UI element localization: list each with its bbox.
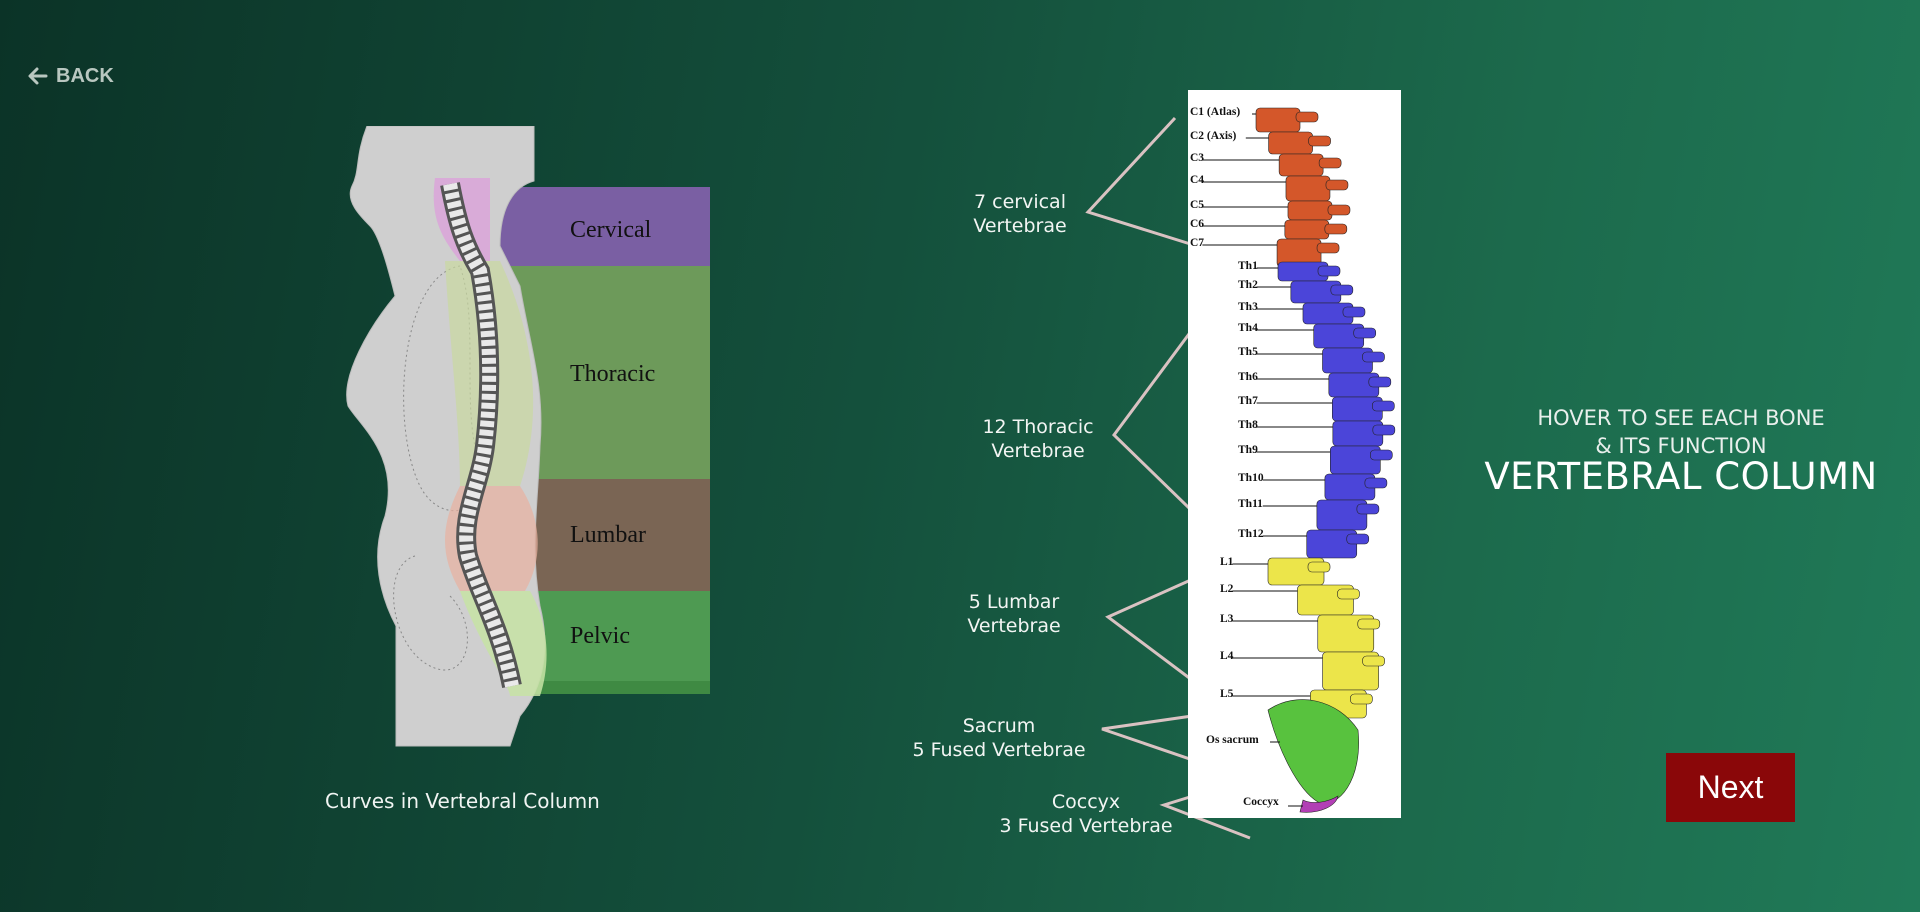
- spinous-process[interactable]: [1368, 376, 1392, 388]
- group-coccyx-line2: 3 Fused Vertebrae: [999, 815, 1173, 837]
- spinous-process[interactable]: [1356, 503, 1380, 515]
- group-thoracic-line2: Vertebrae: [991, 440, 1085, 462]
- curves-figure: Cervical Thoracic Lumbar Pelvic: [340, 126, 712, 748]
- group-cervical-line2: Vertebrae: [973, 215, 1067, 237]
- spinous-process[interactable]: [1362, 351, 1385, 363]
- spinous-process[interactable]: [1350, 693, 1373, 705]
- arrow-left-icon: [28, 67, 48, 85]
- hover-hint-line2: & ITS FUNCTION: [1595, 434, 1767, 458]
- spinous-process[interactable]: [1324, 223, 1348, 235]
- spinous-process[interactable]: [1372, 424, 1396, 436]
- region-label-thoracic: Thoracic: [570, 361, 656, 387]
- vertebra-c2-axis-[interactable]: [1268, 131, 1313, 155]
- vertebra-c4[interactable]: [1285, 175, 1331, 202]
- spinous-process[interactable]: [1318, 157, 1342, 169]
- curves-caption: Curves in Vertebral Column: [325, 789, 600, 813]
- vertebra-label: C3: [1190, 152, 1205, 164]
- vertebra-label: Th11: [1238, 498, 1263, 510]
- vertebra-label: Th1: [1238, 260, 1258, 272]
- page-title: VERTEBRAL COLUMN: [1484, 455, 1878, 498]
- vertebra-label: Os sacrum: [1206, 734, 1259, 746]
- hover-hint: HOVER TO SEE EACH BONE & ITS FUNCTION: [1476, 404, 1886, 460]
- vertebra-label: C5: [1190, 199, 1205, 211]
- vertebra-c5[interactable]: [1287, 200, 1333, 221]
- spinous-process[interactable]: [1364, 477, 1388, 489]
- spinous-process[interactable]: [1372, 400, 1395, 412]
- vertebra-label: Th8: [1238, 419, 1258, 431]
- spinous-process[interactable]: [1337, 588, 1360, 600]
- vertebra-label: L3: [1220, 613, 1234, 625]
- group-sacrum[interactable]: Sacrum 5 Fused Vertebrae: [900, 714, 1098, 762]
- vertebra-c1-atlas-[interactable]: [1255, 107, 1301, 133]
- group-sacrum-line1: Sacrum: [962, 715, 1036, 737]
- spinous-process[interactable]: [1307, 561, 1331, 573]
- back-button[interactable]: BACK: [26, 64, 114, 88]
- group-sacrum-line2: 5 Fused Vertebrae: [912, 739, 1086, 761]
- region-label-cervical: Cervical: [570, 217, 652, 243]
- coccyx-bone[interactable]: [1299, 795, 1339, 813]
- next-button[interactable]: Next: [1666, 753, 1795, 822]
- spinous-process[interactable]: [1317, 265, 1341, 277]
- spinous-process[interactable]: [1316, 242, 1340, 254]
- group-thoracic-line1: 12 Thoracic: [982, 416, 1094, 438]
- vertebra-label: C7: [1190, 237, 1205, 249]
- spine-illustration: [440, 182, 522, 688]
- spinous-process[interactable]: [1342, 306, 1366, 318]
- group-lumbar[interactable]: 5 Lumbar Vertebrae: [946, 590, 1082, 638]
- group-coccyx[interactable]: Coccyx 3 Fused Vertebrae: [986, 790, 1186, 838]
- vertebra-label: Th2: [1238, 279, 1258, 291]
- group-cervical[interactable]: 7 cervical Vertebrae: [952, 190, 1088, 238]
- spinous-process[interactable]: [1325, 179, 1349, 191]
- vertebra-label: Th9: [1238, 444, 1258, 456]
- vertebra-label: Th12: [1238, 528, 1264, 540]
- spinous-process[interactable]: [1362, 655, 1385, 667]
- group-thoracic[interactable]: 12 Thoracic Vertebrae: [970, 415, 1106, 463]
- vertebra-label: L5: [1220, 688, 1234, 700]
- vertebra-label: Th5: [1238, 346, 1258, 358]
- group-cervical-line1: 7 cervical: [974, 191, 1066, 213]
- spinous-process[interactable]: [1308, 135, 1331, 147]
- region-band-cervical: [490, 187, 710, 266]
- vertebra-label: L4: [1220, 650, 1234, 662]
- sacrum-bone[interactable]: [1267, 699, 1359, 804]
- vertebra-label: C2 (Axis): [1190, 130, 1237, 142]
- spinous-process[interactable]: [1353, 327, 1377, 339]
- vertebra-label: C4: [1190, 174, 1205, 186]
- spinous-process[interactable]: [1327, 204, 1351, 216]
- spinous-process[interactable]: [1330, 284, 1354, 296]
- vertebra-label: C6: [1190, 218, 1205, 230]
- vertebra-label: Coccyx: [1243, 796, 1279, 808]
- vertebra-label: Th4: [1238, 322, 1258, 334]
- vertebra-label: Th10: [1238, 472, 1264, 484]
- vertebra-label: Th3: [1238, 301, 1258, 313]
- vertebra-label: L2: [1220, 583, 1234, 595]
- spinous-process[interactable]: [1295, 111, 1319, 123]
- region-label-lumbar: Lumbar: [570, 522, 646, 548]
- vertebra-label: L1: [1220, 556, 1234, 568]
- group-lumbar-line1: 5 Lumbar: [968, 591, 1060, 613]
- vertebra-label: Th7: [1238, 395, 1258, 407]
- region-label-pelvic: Pelvic: [570, 623, 630, 649]
- spinous-process[interactable]: [1346, 533, 1370, 545]
- vertebra-label: Th6: [1238, 371, 1258, 383]
- back-label: BACK: [56, 64, 114, 87]
- vertebra-label: C1 (Atlas): [1190, 106, 1241, 118]
- spinous-process[interactable]: [1357, 618, 1381, 630]
- spinous-process[interactable]: [1370, 449, 1393, 461]
- vertebra-c3[interactable]: [1278, 153, 1324, 177]
- vertebra-c6[interactable]: [1284, 219, 1330, 240]
- group-lumbar-line2: Vertebrae: [967, 615, 1061, 637]
- spine-diagram: [1202, 107, 1396, 813]
- hover-hint-line1: HOVER TO SEE EACH BONE: [1537, 406, 1825, 430]
- group-coccyx-line1: Coccyx: [1051, 791, 1121, 813]
